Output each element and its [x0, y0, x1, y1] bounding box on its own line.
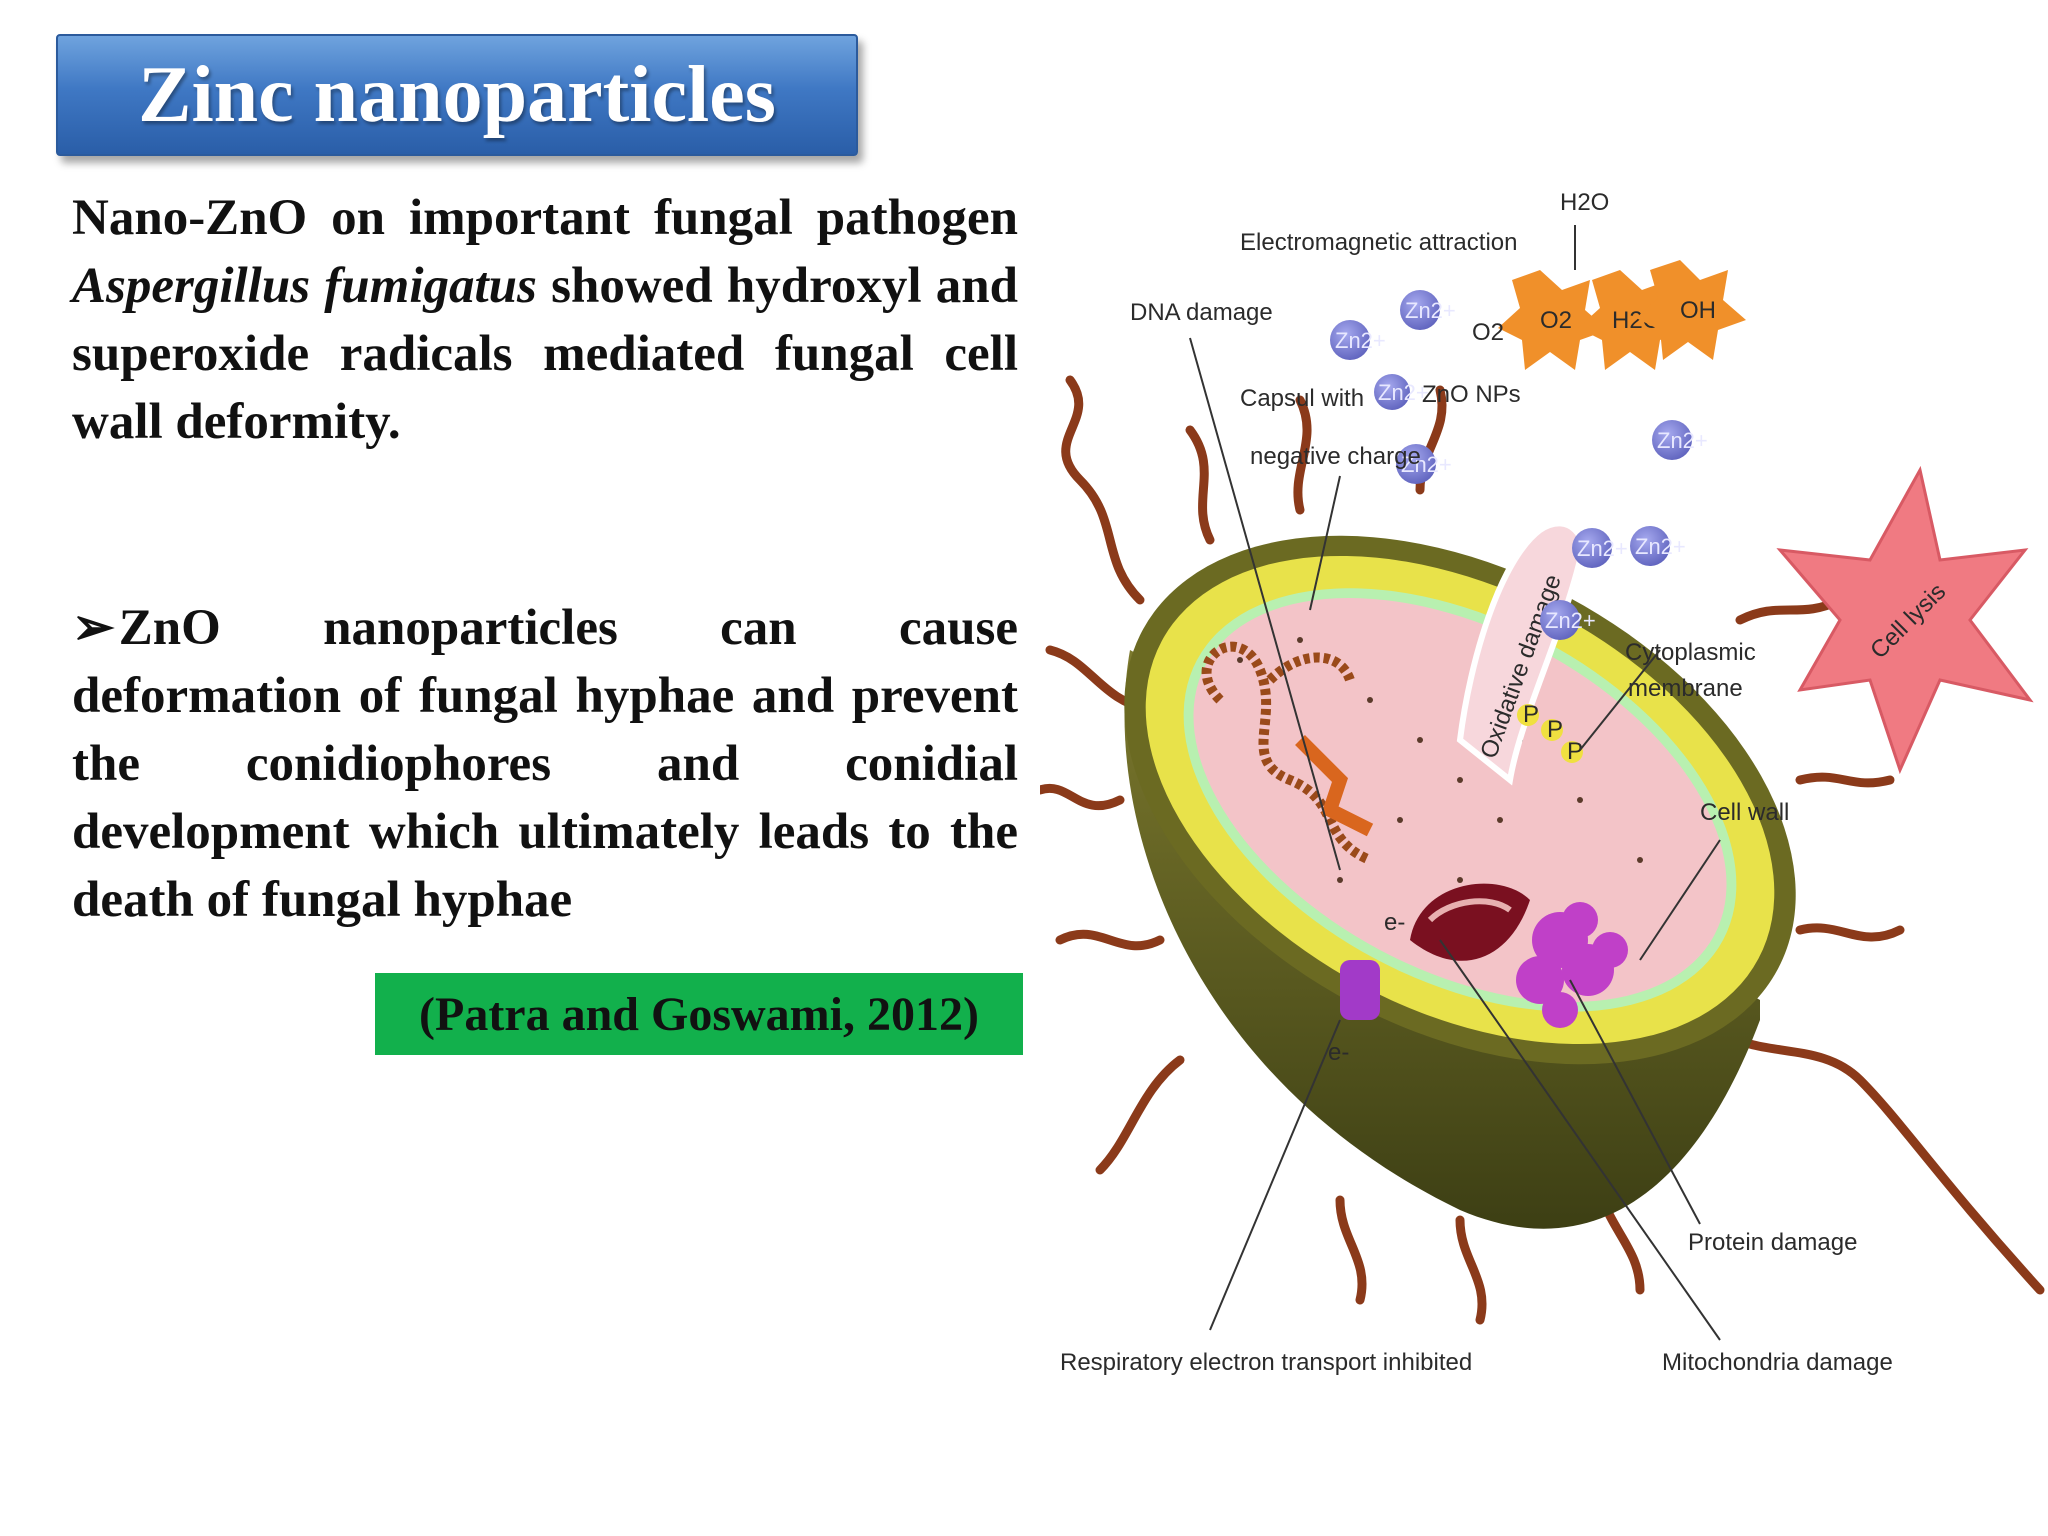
- electromagnetic-label: Electromagnetic attraction: [1240, 229, 1517, 256]
- svg-text:Zn2+: Zn2+: [1635, 534, 1686, 559]
- pointer-lines: [1189, 225, 1721, 1341]
- svg-text:P: P: [1567, 738, 1583, 765]
- paragraph-zno-aspergillus: Nano-ZnO on important fungal pathogen As…: [72, 184, 1018, 456]
- cytoplasmic-label-1: Cytoplasmic: [1625, 639, 1756, 666]
- svg-text:Zn2+: Zn2+: [1378, 380, 1429, 405]
- svg-text:O2: O2: [1540, 307, 1572, 334]
- respiratory-label: Respiratory electron transport inhibited: [1060, 1349, 1472, 1376]
- slide-title: Zinc nanoparticles: [56, 34, 858, 156]
- slide-title-text: Zinc nanoparticles: [138, 50, 776, 139]
- ros-radicals: O2 H2O2 OH: [1498, 260, 1746, 370]
- svg-text:Zn2+: Zn2+: [1657, 428, 1708, 453]
- protein-damage-label: Protein damage: [1688, 1229, 1857, 1256]
- transport-protein: [1340, 960, 1380, 1020]
- zno-nps-label: ZnO NPs: [1422, 381, 1521, 408]
- oxidative-damage-plume: [1456, 520, 1586, 786]
- cell-wall-label: Cell wall: [1700, 799, 1789, 826]
- paragraph1-text-a: Nano-ZnO on important fungal pathogen: [72, 190, 1018, 246]
- dna-damage-label: DNA damage: [1130, 299, 1273, 326]
- zn-ions: Zn2+ Zn2+ Zn2+ Zn2+ Zn2+ Zn2+ Zn2+ Zn2+: [1330, 290, 1708, 640]
- cell-lysis-star: [1776, 465, 2034, 775]
- cytoplasmic-label-2: membrane: [1628, 675, 1743, 702]
- dna-strand: [1201, 641, 1373, 865]
- species-name: Aspergillus fumigatus: [72, 258, 537, 314]
- protein-cluster: [1516, 902, 1628, 1028]
- mitochondria-damage-label: Mitochondria damage: [1662, 1349, 1893, 1376]
- bullet-zno-hyphae: ➢ZnO nanoparticles can cause deformation…: [72, 594, 1018, 934]
- svg-text:Zn2+: Zn2+: [1335, 328, 1386, 353]
- svg-text:P: P: [1547, 716, 1563, 743]
- bullet-text: ZnO nanoparticles can cause deformation …: [72, 600, 1018, 928]
- svg-text:OH: OH: [1680, 297, 1716, 324]
- h2o-label: H2O: [1560, 189, 1609, 216]
- capsule-label-1: Capsul with: [1240, 385, 1364, 412]
- svg-text:Zn2+: Zn2+: [1545, 608, 1596, 633]
- paragraph1-text-b: showed hydroxyl and superoxide radicals …: [72, 258, 1018, 450]
- svg-text:Zn2+: Zn2+: [1401, 452, 1452, 477]
- svg-text:Zn2+: Zn2+: [1405, 298, 1456, 323]
- phosphate-markers: P P P: [1517, 701, 1583, 765]
- capsule-label-2: negative charge: [1250, 443, 1421, 470]
- fungal-cell: [1124, 535, 1796, 1229]
- o2-label: O2: [1472, 319, 1504, 346]
- citation-box: (Patra and Goswami, 2012): [375, 973, 1023, 1055]
- svg-text:Zn2+: Zn2+: [1577, 536, 1628, 561]
- arrow-bullet-icon: ➢: [72, 600, 115, 656]
- zno-mechanism-figure: Oxidative damage P P P Zn2+ Zn2+ Zn2+ Zn…: [1040, 189, 2045, 1376]
- electron-label-1: e-: [1384, 909, 1405, 936]
- cytoplasm: [1193, 597, 1727, 1003]
- citation-text: (Patra and Goswami, 2012): [419, 987, 979, 1041]
- electron-label-2: e-: [1328, 1039, 1349, 1066]
- svg-text:P: P: [1523, 701, 1539, 728]
- dna-fragment: [1295, 735, 1374, 837]
